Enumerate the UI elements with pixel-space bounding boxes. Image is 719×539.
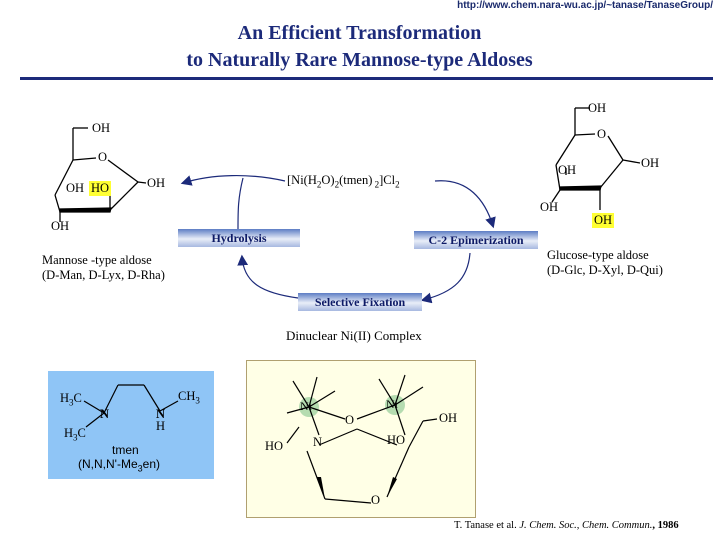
tmen-ch3: CH3: [178, 389, 200, 406]
glucose-ring-o: O: [597, 127, 607, 141]
complex-n: N: [313, 435, 323, 449]
complex-oh-right: OH: [439, 411, 458, 425]
glucose-oh-top: OH: [588, 101, 607, 115]
tmen-n-left: N: [100, 407, 110, 421]
complex-ni-1: Ni: [300, 399, 312, 413]
mannose-structure: [54, 127, 147, 222]
mannose-oh-left: OH: [66, 181, 85, 195]
glucose-oh-right: OH: [641, 156, 660, 170]
title-rule: [20, 77, 713, 80]
glucose-oh-left: OH: [558, 163, 577, 177]
arrow-bottom-right: [420, 252, 471, 304]
glucose-examples: (D-Glc, D-Xyl, D-Qui): [547, 263, 663, 277]
tmen-box: H3C CH3 N N H H3C tmen (N,N,N'-Me3en): [48, 371, 214, 479]
glucose-oh-highlight: OH: [592, 213, 615, 228]
glucose-structure: [551, 107, 641, 210]
mannose-ring-o: O: [98, 150, 108, 164]
tmen-h3c-top: H3C: [60, 391, 82, 408]
complex-bonds: [286, 374, 438, 504]
citation: T. Tanase et al. J. Chem. Soc., Chem. Co…: [454, 520, 679, 531]
tmen-h: H: [156, 419, 166, 433]
tmen-bonds: [83, 384, 179, 428]
arrow-top-left: [180, 174, 286, 186]
tmen-h3c-bottom: H3C: [64, 426, 86, 443]
mannose-oh-bottom: OH: [51, 219, 70, 233]
mannose-ho-highlight: HO: [89, 181, 112, 196]
glucose-oh-bottom: OH: [540, 200, 559, 214]
tmen-name: tmen: [112, 443, 139, 457]
complex-box: Ni Ni O O HO N HO OH: [246, 360, 476, 518]
step-epimerization: C-2 Epimerization: [414, 231, 538, 249]
mannose-examples: (D-Man, D-Lyx, D-Rha): [42, 268, 165, 282]
complex-ni-2: Ni: [386, 397, 398, 411]
mannose-name: Mannose -type aldose: [42, 253, 152, 267]
complex-ho-left: HO: [265, 439, 284, 453]
source-url: http://www.chem.nara-wu.ac.jp/~tanase/Ta…: [457, 0, 713, 11]
title-line-2: to Naturally Rare Mannose-type Aldoses: [186, 49, 533, 71]
arrow-bottom-left: [237, 254, 299, 299]
title-line-1: An Efficient Transformation: [237, 22, 482, 44]
mannose-oh-top: OH: [92, 121, 111, 135]
complex-ho-mid: HO: [387, 433, 406, 447]
complex-o-ring: O: [371, 493, 381, 507]
step-hydrolysis: Hydrolysis: [178, 229, 300, 247]
complex-label: Dinuclear Ni(II) Complex: [286, 328, 422, 343]
step-fixation: Selective Fixation: [298, 293, 422, 311]
tmen-formula: (N,N,N'-Me3en): [78, 457, 160, 474]
complex-o-bridge: O: [345, 413, 355, 427]
arrow-hydrolysis: [237, 177, 244, 230]
reagent-formula: [Ni(H2O)2(tmen) 2]Cl2: [287, 173, 400, 190]
tmen-n-right: N: [156, 407, 166, 421]
arrow-top-right: [434, 180, 496, 229]
mannose-oh-right: OH: [147, 176, 166, 190]
glucose-name: Glucose-type aldose: [547, 248, 649, 262]
